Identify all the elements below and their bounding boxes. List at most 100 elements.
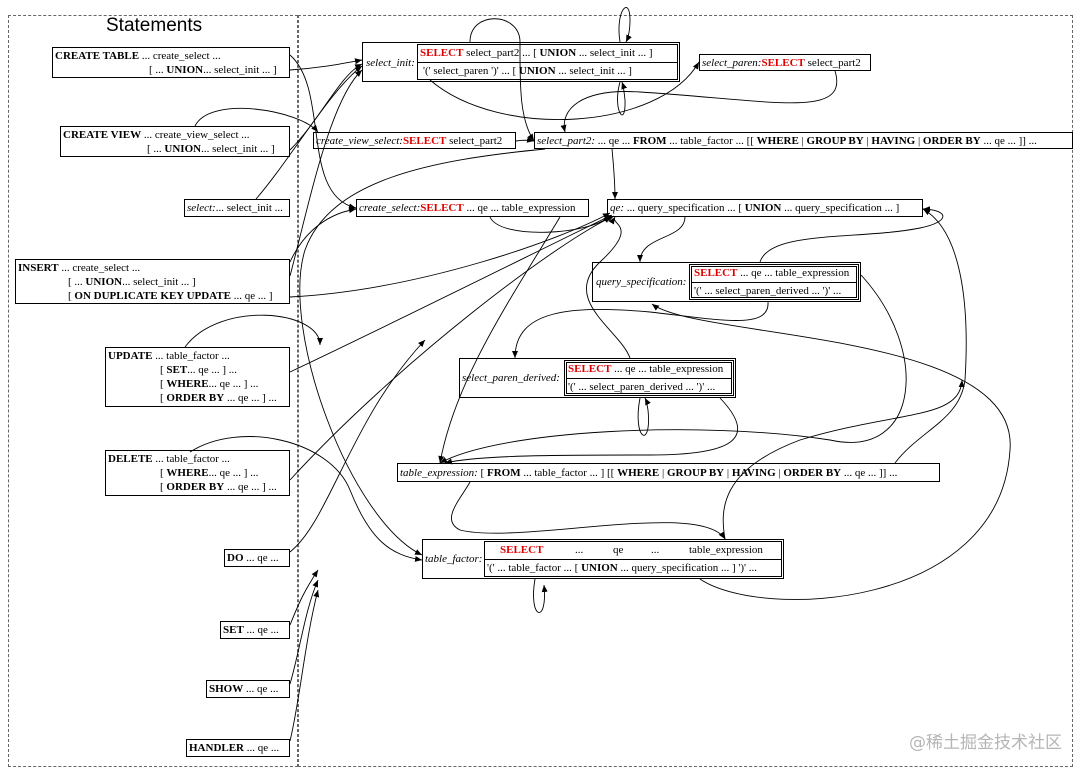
edge-create-view-to-create-view-select xyxy=(194,107,319,133)
edge-table-expression-to-qe xyxy=(894,208,967,464)
do-keyword: DO xyxy=(227,552,244,564)
select-part2-having: HAVING xyxy=(871,135,916,147)
update-where: WHERE xyxy=(166,378,209,390)
handler-keyword: HANDLER xyxy=(189,742,245,754)
select-paren-select: SELECT xyxy=(761,57,805,69)
update-line1: ... table_factor ... xyxy=(152,350,230,362)
create-select-rest: ... qe ... table_expression xyxy=(463,202,576,214)
select-part2-sep2: | xyxy=(863,135,872,147)
edge-select-part2-to-table-factor xyxy=(299,148,546,556)
edge-query-specification-to-table-expression xyxy=(439,274,907,464)
edge-create-table-to-select-init xyxy=(289,58,363,71)
update-set: SET xyxy=(166,364,188,376)
update-l4-pre: [ xyxy=(160,392,167,404)
select-paren-derived-r2: '(' ... select_paren_derived ... ')' ... xyxy=(568,381,716,393)
edge-select-init-self-loop xyxy=(618,7,632,43)
select-init-r1a: select_part2 ... [ xyxy=(463,47,540,59)
select-part2-a: ... qe ... xyxy=(595,135,633,147)
select-paren-derived-select: SELECT xyxy=(568,363,612,375)
table-factor-r2b: ... query_specification ... ] ')' ... xyxy=(617,562,758,574)
edge-table-factor-to-query-specification xyxy=(651,303,1011,600)
rule-table-expression: table_expression: [ FROM ... table_facto… xyxy=(397,463,940,482)
stmt-show: SHOW ... qe ... xyxy=(206,680,290,698)
create-table-line2-post: ... select_init ... ] xyxy=(203,64,277,76)
update-l3-post: ... qe ... ] ... xyxy=(208,378,259,390)
query-spec-divider xyxy=(691,282,857,283)
grammar-region xyxy=(298,15,1073,767)
select-init-union-1: UNION xyxy=(539,47,577,59)
table-expression-orderby: ORDER BY xyxy=(783,467,842,479)
set-keyword: SET xyxy=(223,624,244,636)
edge-update-to-table-factor xyxy=(184,314,323,348)
select-paren-label: select_paren: xyxy=(702,57,762,69)
edge-select-paren-derived-to-table-expression xyxy=(444,397,739,465)
statements-region xyxy=(8,15,298,767)
show-keyword: SHOW xyxy=(209,683,244,695)
create-view-keyword: CREATE VIEW xyxy=(63,129,142,141)
edge-delete-to-table-factor xyxy=(189,436,423,562)
rule-create-view-select: create_view_select:SELECT select_part2 xyxy=(313,132,516,149)
rule-select-init: select_init: SELECT select_part2 ... [ U… xyxy=(362,42,680,82)
edge-delete-to-qe xyxy=(289,215,615,481)
delete-order: ORDER BY xyxy=(166,481,225,493)
table-factor-r1b: qe xyxy=(613,544,624,556)
table-factor-label: table_factor: xyxy=(425,553,483,565)
edge-select-paren-derived-to-query-specification xyxy=(585,216,631,359)
rule-select-paren: select_paren:SELECT select_part2 xyxy=(699,54,871,71)
create-view-union: UNION xyxy=(164,143,202,155)
table-expression-b: ... table_factor ... ] [[ xyxy=(520,467,618,479)
select-part2-c: ... qe ... ]] ... xyxy=(980,135,1037,147)
delete-l3-post: ... qe ... ] ... xyxy=(224,481,277,493)
edge-create-table-to-create-select xyxy=(289,54,357,210)
stmt-handler: HANDLER ... qe ... xyxy=(186,739,290,757)
edge-table-expression-to-table-factor xyxy=(451,481,726,540)
table-factor-r1c: ... xyxy=(651,544,660,556)
query-spec-label: query_specification: xyxy=(596,276,687,288)
rule-qe: qe: ... query_specification ... [ UNION … xyxy=(607,199,923,217)
rule-query-specification: query_specification: SELECT ... qe ... t… xyxy=(592,262,861,302)
table-factor-union: UNION xyxy=(581,562,618,574)
table-factor-select: SELECT xyxy=(500,544,544,556)
table-factor-r1d: table_expression xyxy=(689,544,763,556)
delete-l3-pre: [ xyxy=(160,481,167,493)
edge-select-init-to-select-part2 xyxy=(469,18,535,142)
update-l4-post: ... qe ... ] ... xyxy=(224,392,277,404)
show-rest: ... qe ... xyxy=(243,683,279,695)
edge-select-init-to-select-paren xyxy=(429,61,700,120)
select-part2-b: ... table_factor ... [[ xyxy=(666,135,757,147)
insert-keyword: INSERT xyxy=(18,262,59,274)
create-table-line2-pre: [ ... xyxy=(149,64,167,76)
select-part2-sep1: | xyxy=(798,135,807,147)
stmt-create-view: CREATE VIEW ... create_view_select ... [… xyxy=(60,126,290,157)
edge-select-paren-to-select-part2 xyxy=(560,70,838,133)
edge-create-view-select-to-select-part2 xyxy=(515,136,535,143)
table-expression-sep2: | xyxy=(724,467,732,479)
table-factor-r2a: '(' ... table_factor ... [ xyxy=(487,562,582,574)
create-table-union: UNION xyxy=(166,64,204,76)
qe-b: ... query_specification ... ] xyxy=(781,202,900,214)
table-factor-r1a: ... xyxy=(575,544,584,556)
stmt-insert: INSERT ... create_select ... [ ... UNION… xyxy=(15,259,290,304)
edge-show-to-qe xyxy=(289,579,319,685)
update-l2-post: ... qe ... ] ... xyxy=(187,364,238,376)
diagram-title: Statements xyxy=(106,15,203,36)
edge-query-specification-to-qe xyxy=(759,206,944,263)
update-keyword: UPDATE xyxy=(108,350,153,362)
stmt-create-table: CREATE TABLE ... create_select ... [ ...… xyxy=(52,47,290,78)
insert-line2-post: ... select_init ... ] xyxy=(122,276,196,288)
edge-do-to-qe xyxy=(289,339,426,553)
set-rest: ... qe ... xyxy=(243,624,279,636)
delete-l2-post: ... qe ... ] ... xyxy=(208,467,259,479)
update-l2-pre: [ xyxy=(160,364,167,376)
edge-handler-to-qe xyxy=(289,589,320,742)
edge-set-to-qe xyxy=(289,569,319,626)
stmt-do: DO ... qe ... xyxy=(224,549,290,567)
query-spec-alternatives xyxy=(689,264,859,300)
table-expression-label: table_expression: xyxy=(400,467,478,479)
stmt-delete: DELETE ... table_factor ... [ WHERE... q… xyxy=(105,450,290,496)
table-expression-where: WHERE xyxy=(617,467,660,479)
table-factor-divider xyxy=(484,559,782,560)
do-rest: ... qe ... xyxy=(243,552,279,564)
